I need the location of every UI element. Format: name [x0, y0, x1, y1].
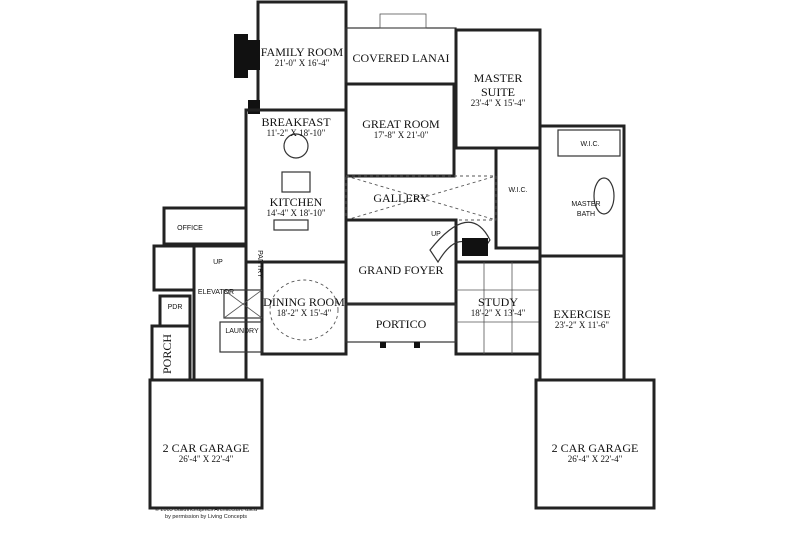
- breakfast-dims: 11'-2" X 18'-10": [267, 128, 326, 138]
- kitchen-name: KITCHEN: [270, 195, 323, 209]
- porch-name: PORCH: [160, 334, 174, 374]
- service-walls: [192, 244, 248, 382]
- office-name: OFFICE: [177, 225, 203, 232]
- dining-room-dims: 18'-2" X 15'-4": [277, 308, 332, 318]
- gallery-name: GALLERY: [373, 191, 429, 205]
- left-garage-name: 2 CAR GARAGE: [163, 441, 250, 455]
- master-suite-dims: 23'-4" X 15'-4": [471, 98, 526, 108]
- gallery-outline: [345, 175, 497, 221]
- room-labels: FAMILY ROOM 21'-0" X 16'-4" COVERED LANA…: [155, 45, 638, 520]
- office-walls: [162, 206, 248, 246]
- left-garage-walls: [148, 378, 264, 510]
- master-suite-name-line2: SUITE: [481, 85, 515, 99]
- study-dims: 18'-2" X 13'-4": [471, 308, 526, 318]
- family-room-name: FAMILY ROOM: [261, 45, 344, 59]
- wic-walls: [494, 146, 542, 250]
- exercise-dims: 23'-2" X 11'-6": [555, 320, 610, 330]
- study-name: STUDY: [478, 295, 518, 309]
- great-room-name: GREAT ROOM: [362, 117, 440, 131]
- master-bath-name-line2: BATH: [577, 211, 595, 218]
- grand-foyer-name: GRAND FOYER: [358, 263, 443, 277]
- fireplace: [234, 34, 248, 78]
- portico-outline: [345, 303, 457, 343]
- portico-name: PORTICO: [376, 317, 427, 331]
- pdr-name: PDR: [168, 304, 183, 311]
- elevator-name: ELEVATOR: [198, 289, 234, 296]
- right-garage-walls: [534, 378, 656, 510]
- master-suite-name-line1: MASTER: [474, 71, 523, 85]
- wic-upper-name: W.I.C.: [580, 141, 599, 148]
- master-bath-name-line1: MASTER: [571, 201, 600, 208]
- stair-walls: [152, 244, 196, 292]
- right-garage-dims: 26'-4" X 22'-4": [568, 454, 623, 464]
- pantry-name: PANTRY: [256, 250, 263, 278]
- up-label-right: UP: [431, 231, 441, 238]
- laundry-name: LAUNDRY: [225, 328, 259, 335]
- wic-lower-name: W.I.C.: [508, 187, 527, 194]
- great-room-dims: 17'-8" X 21'-0": [374, 130, 429, 140]
- walls: [148, 0, 656, 510]
- breakfast-name: BREAKFAST: [261, 115, 331, 129]
- copyright-line1: © 2005 BuildInGraphics Architecture used: [155, 506, 257, 513]
- dining-room-name: DINING ROOM: [263, 295, 345, 309]
- right-garage-name: 2 CAR GARAGE: [552, 441, 639, 455]
- up-label-left: UP: [213, 259, 223, 266]
- pdr-walls: [158, 294, 192, 328]
- copyright-line2: by permission by Living Concepts: [165, 514, 247, 520]
- kitchen-dims: 14'-4" X 18'-10": [266, 208, 325, 218]
- covered-lanai-name: COVERED LANAI: [353, 51, 450, 65]
- left-garage-dims: 26'-4" X 22'-4": [179, 454, 234, 464]
- family-room-dims: 21'-0" X 16'-4": [275, 58, 330, 68]
- exercise-name: EXERCISE: [553, 307, 610, 321]
